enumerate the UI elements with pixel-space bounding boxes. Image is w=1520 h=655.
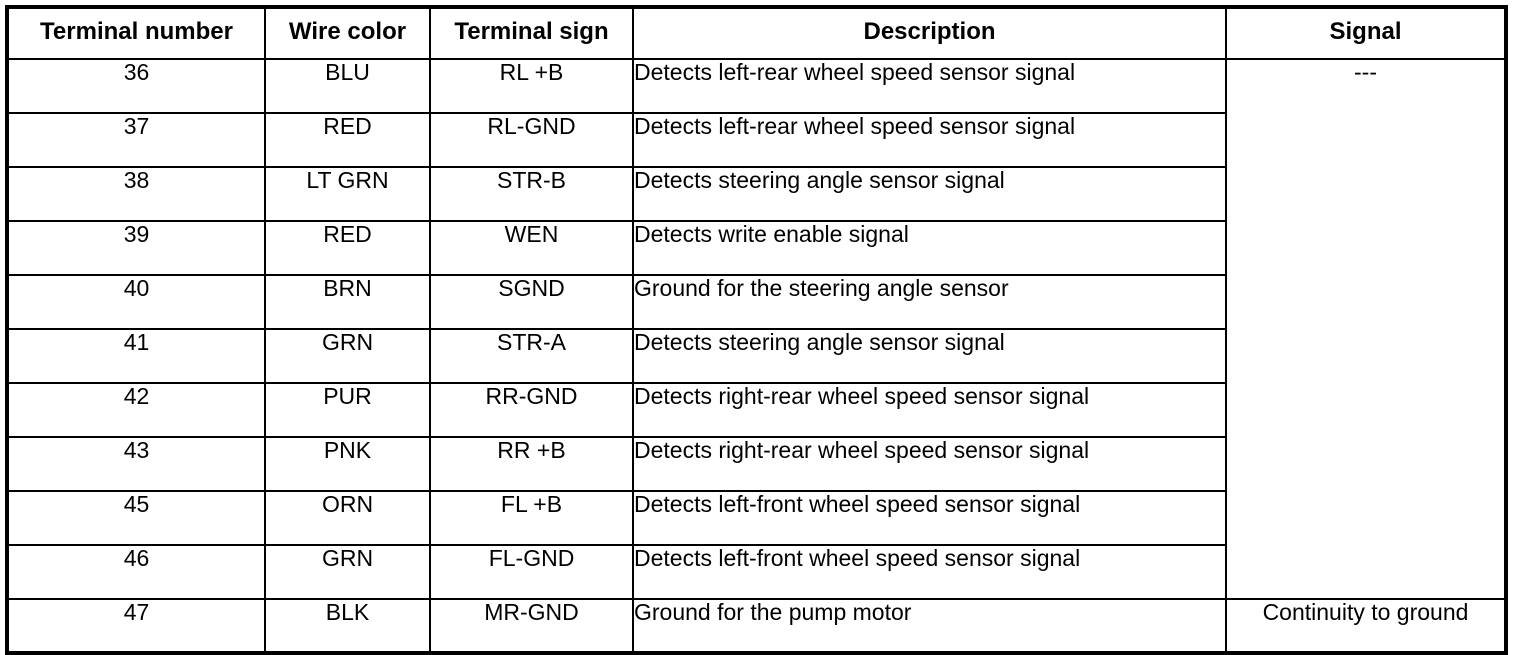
cell-terminal-number: 45: [6, 490, 266, 546]
cell-terminal-number: 40: [6, 274, 266, 330]
cell-wire-color: GRN: [264, 328, 431, 384]
column-header-signal: Signal: [1225, 6, 1507, 60]
cell-description: Detects left-front wheel speed sensor si…: [632, 544, 1227, 600]
terminal-assignment-table: Terminal number Wire color Terminal sign…: [5, 5, 1508, 655]
cell-terminal-number: 38: [6, 166, 266, 222]
cell-terminal-sign: SGND: [429, 274, 634, 330]
cell-wire-color: LT GRN: [264, 166, 431, 222]
cell-description: Detects left-rear wheel speed sensor sig…: [632, 58, 1227, 114]
cell-terminal-sign: RL +B: [429, 58, 634, 114]
cell-description: Detects right-rear wheel speed sensor si…: [632, 436, 1227, 492]
cell-wire-color: RED: [264, 112, 431, 168]
cell-wire-color: PUR: [264, 382, 431, 438]
cell-description: Detects steering angle sensor signal: [632, 166, 1227, 222]
cell-terminal-number: 39: [6, 220, 266, 276]
cell-signal-merged: ---: [1225, 58, 1507, 600]
cell-signal: Continuity to ground: [1225, 598, 1507, 654]
cell-description: Detects right-rear wheel speed sensor si…: [632, 382, 1227, 438]
cell-terminal-sign: RR +B: [429, 436, 634, 492]
cell-terminal-number: 41: [6, 328, 266, 384]
cell-wire-color: BRN: [264, 274, 431, 330]
cell-description: Detects left-rear wheel speed sensor sig…: [632, 112, 1227, 168]
cell-terminal-number: 47: [6, 598, 266, 654]
cell-terminal-number: 46: [6, 544, 266, 600]
cell-wire-color: GRN: [264, 544, 431, 600]
cell-description: Detects steering angle sensor signal: [632, 328, 1227, 384]
table-header-row: Terminal number Wire color Terminal sign…: [6, 6, 1507, 60]
cell-terminal-sign: RR-GND: [429, 382, 634, 438]
cell-wire-color: RED: [264, 220, 431, 276]
cell-terminal-sign: RL-GND: [429, 112, 634, 168]
cell-description: Ground for the steering angle sensor: [632, 274, 1227, 330]
cell-terminal-sign: FL-GND: [429, 544, 634, 600]
cell-terminal-number: 43: [6, 436, 266, 492]
table-header: Terminal number Wire color Terminal sign…: [6, 6, 1507, 60]
terminal-table-container: Terminal number Wire color Terminal sign…: [5, 5, 1508, 655]
cell-terminal-sign: STR-A: [429, 328, 634, 384]
cell-wire-color: BLK: [264, 598, 431, 654]
cell-terminal-sign: FL +B: [429, 490, 634, 546]
cell-description: Detects write enable signal: [632, 220, 1227, 276]
column-header-description: Description: [632, 6, 1227, 60]
column-header-terminal-sign: Terminal sign: [429, 6, 634, 60]
column-header-terminal-number: Terminal number: [6, 6, 266, 60]
cell-wire-color: BLU: [264, 58, 431, 114]
cell-wire-color: ORN: [264, 490, 431, 546]
cell-terminal-number: 36: [6, 58, 266, 114]
cell-terminal-number: 42: [6, 382, 266, 438]
cell-terminal-sign: MR-GND: [429, 598, 634, 654]
cell-terminal-sign: STR-B: [429, 166, 634, 222]
cell-terminal-sign: WEN: [429, 220, 634, 276]
cell-description: Ground for the pump motor: [632, 598, 1227, 654]
cell-wire-color: PNK: [264, 436, 431, 492]
cell-description: Detects left-front wheel speed sensor si…: [632, 490, 1227, 546]
column-header-wire-color: Wire color: [264, 6, 431, 60]
cell-terminal-number: 37: [6, 112, 266, 168]
